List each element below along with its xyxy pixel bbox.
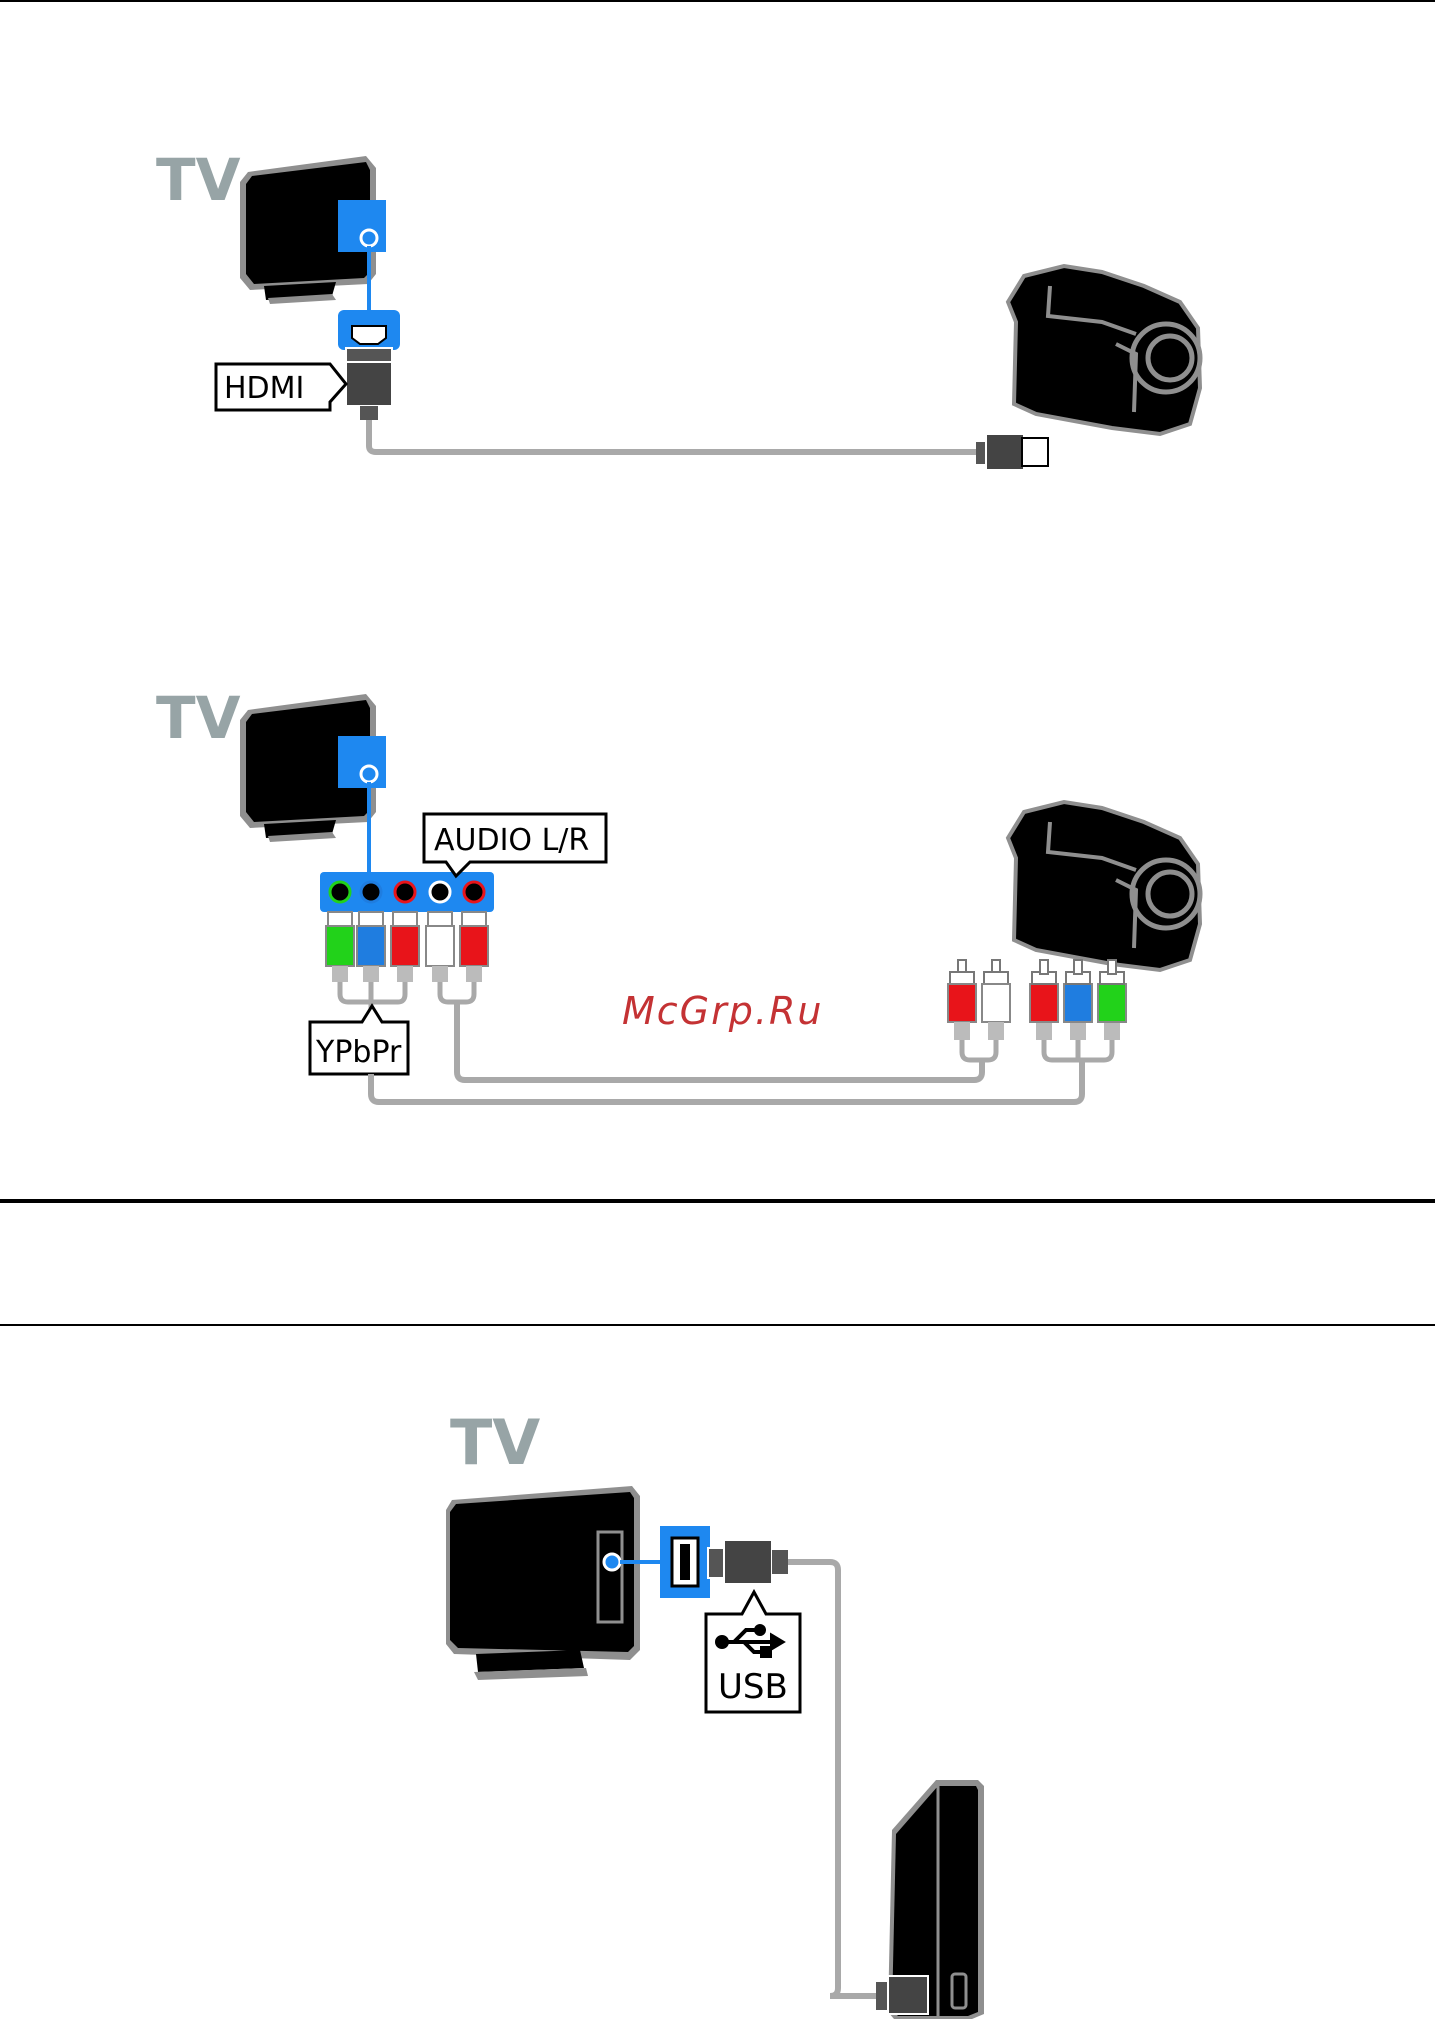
rca-plug-icon bbox=[391, 912, 419, 982]
tv-label: TV bbox=[156, 684, 241, 752]
watermark-text: McGrp.Ru bbox=[622, 989, 823, 1033]
audio-label-callout: AUDIO L/R bbox=[424, 814, 606, 876]
camcorder-icon bbox=[1008, 266, 1200, 434]
audio-label: AUDIO L/R bbox=[434, 823, 589, 858]
hdmi-diagram: TV HDMI bbox=[156, 146, 1200, 470]
rca-plug-icon bbox=[357, 912, 385, 982]
hdmi-label: HDMI bbox=[224, 371, 304, 406]
hdmi-plug-icon bbox=[346, 348, 392, 420]
camcorder-hdmi-plug-icon bbox=[976, 434, 1048, 470]
hdmi-cable bbox=[369, 420, 982, 452]
rca-plug-icon bbox=[948, 960, 976, 1040]
tv-label: TV bbox=[156, 146, 241, 214]
usb-plug-icon bbox=[708, 1540, 788, 1584]
tv-side-rca-plugs bbox=[326, 912, 488, 982]
external-hard-drive-icon bbox=[876, 1780, 984, 2019]
rca-plug-icon bbox=[460, 912, 488, 982]
usb-label-callout: USB bbox=[706, 1592, 800, 1712]
rca-plug-icon bbox=[326, 912, 354, 982]
tv-label: TV bbox=[450, 1406, 540, 1479]
tv-icon bbox=[446, 1486, 640, 1680]
component-diagram: TV AUDIO L/R bbox=[156, 684, 1200, 1102]
video-label-callout: YPbPr bbox=[310, 1006, 408, 1074]
camcorder-icon bbox=[1008, 802, 1200, 970]
usb-label: USB bbox=[718, 1667, 788, 1707]
video-label: YPbPr bbox=[315, 1035, 402, 1070]
camcorder-front-plugs bbox=[1030, 960, 1126, 1022]
rca-plug-icon bbox=[426, 912, 454, 982]
usb-diagram: TV bbox=[446, 1406, 984, 2019]
hdmi-label-callout: HDMI bbox=[216, 364, 346, 410]
rca-plug-icon bbox=[982, 960, 1010, 1040]
